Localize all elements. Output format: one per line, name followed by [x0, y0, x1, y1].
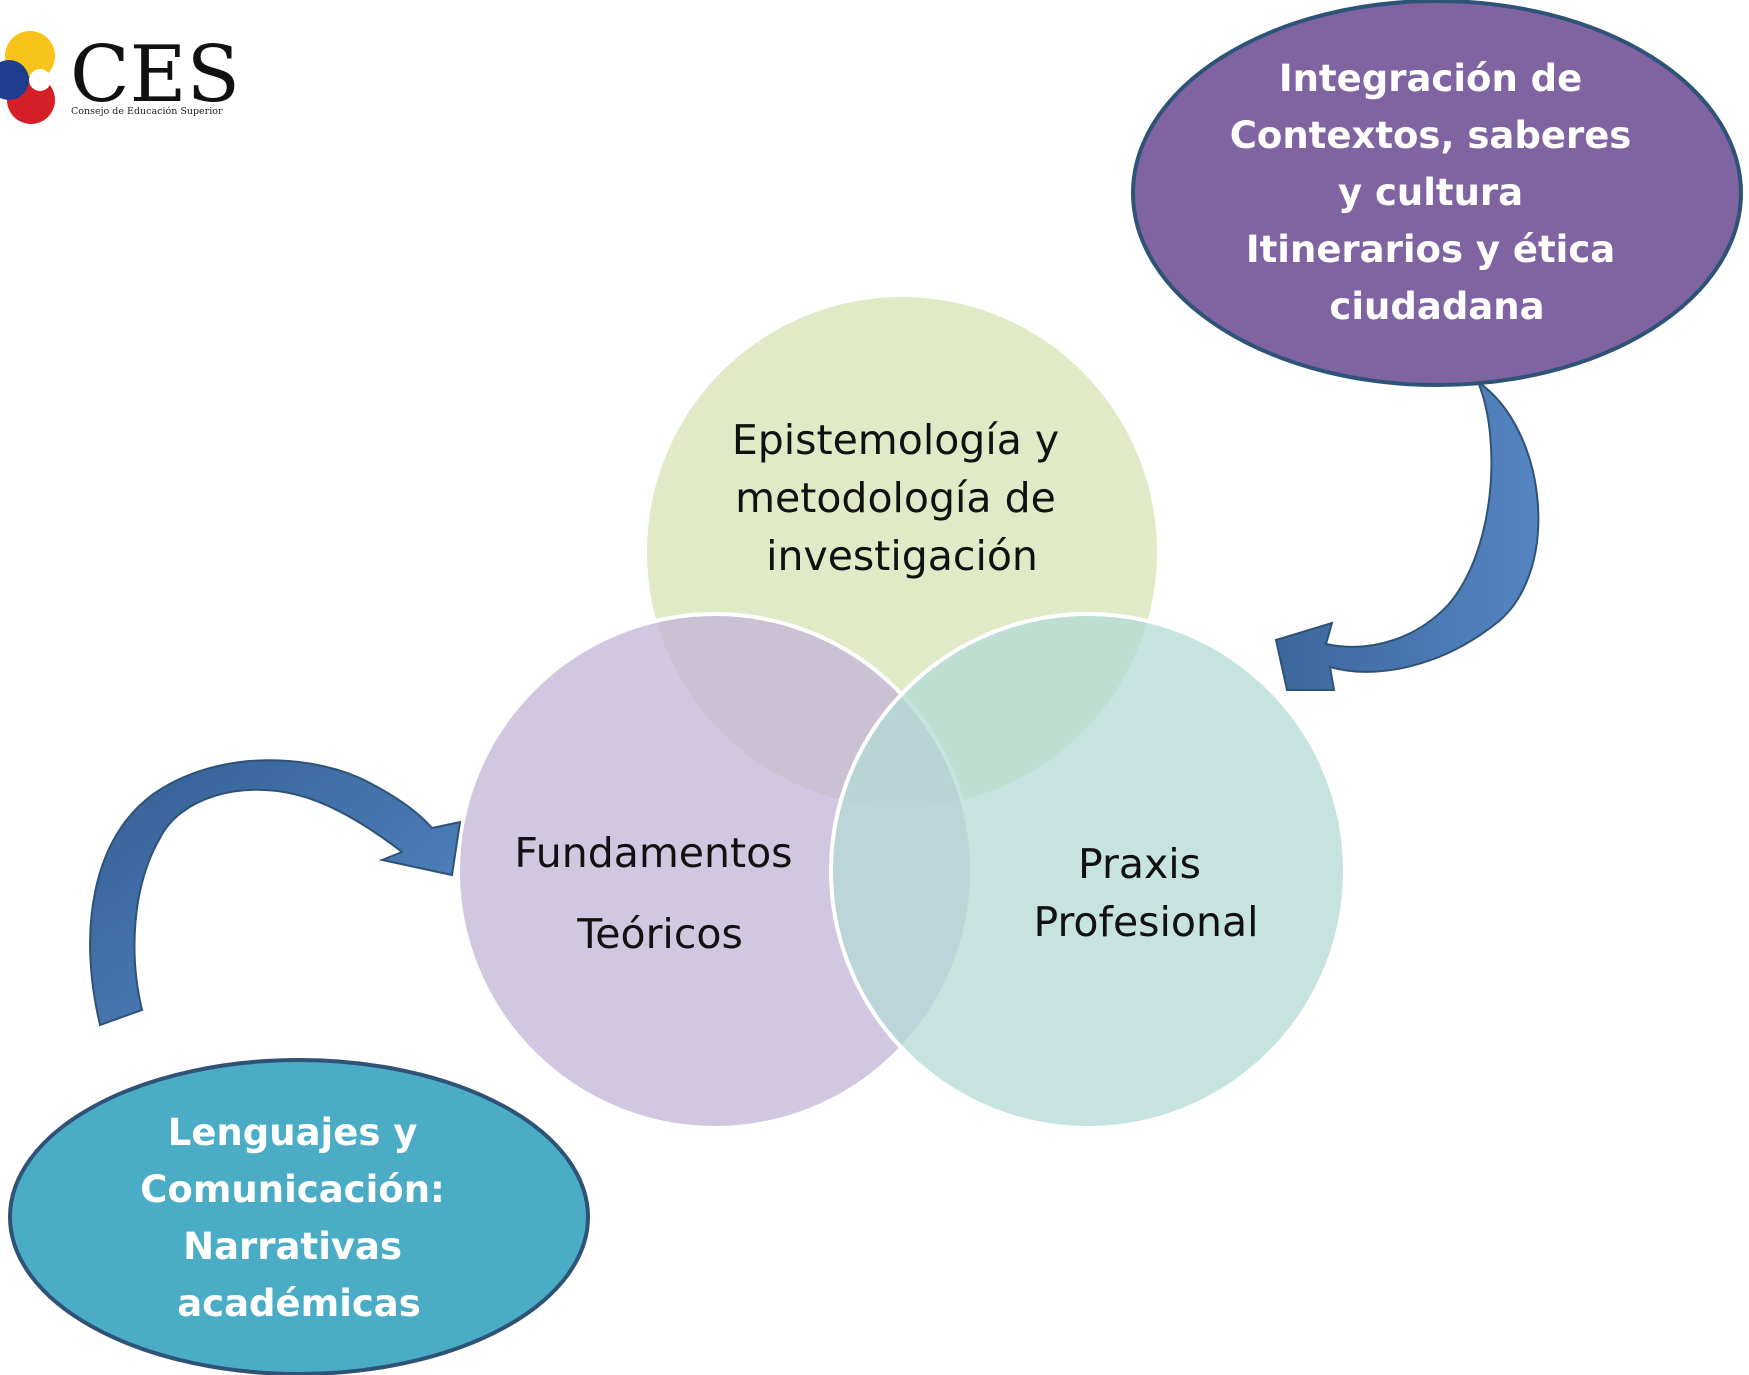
- integration-label: Integración de Contextos, saberes y cult…: [1230, 57, 1644, 328]
- logo-subtitle: Consejo de Educación Superior: [71, 106, 223, 117]
- logo-wordmark: CES: [70, 30, 240, 120]
- praxis-label: Praxis Profesional: [1033, 840, 1258, 946]
- venn-diagram: Epistemología y metodología de investiga…: [456, 293, 1347, 1130]
- curved-arrow-left: [89, 759, 462, 1027]
- languages-oval: Lenguajes y Comunicación: Narrativas aca…: [8, 1058, 590, 1375]
- languages-oval-shape: [8, 1058, 590, 1375]
- integration-oval-shape: [1131, 0, 1743, 387]
- foundations-label: Fundamentos Teóricos: [514, 829, 805, 958]
- integration-oval: Integración de Contextos, saberes y cult…: [1131, 0, 1743, 387]
- ces-logo: CES Consejo de Educación Superior: [0, 30, 240, 124]
- venn-circle-praxis: [829, 612, 1347, 1130]
- epistemology-label: Epistemología y metodología de investiga…: [732, 416, 1072, 580]
- ces-logo-emblem: [0, 31, 55, 124]
- languages-label: Lenguajes y Comunicación: Narrativas aca…: [140, 1111, 457, 1325]
- curved-arrow-right: [1274, 379, 1540, 691]
